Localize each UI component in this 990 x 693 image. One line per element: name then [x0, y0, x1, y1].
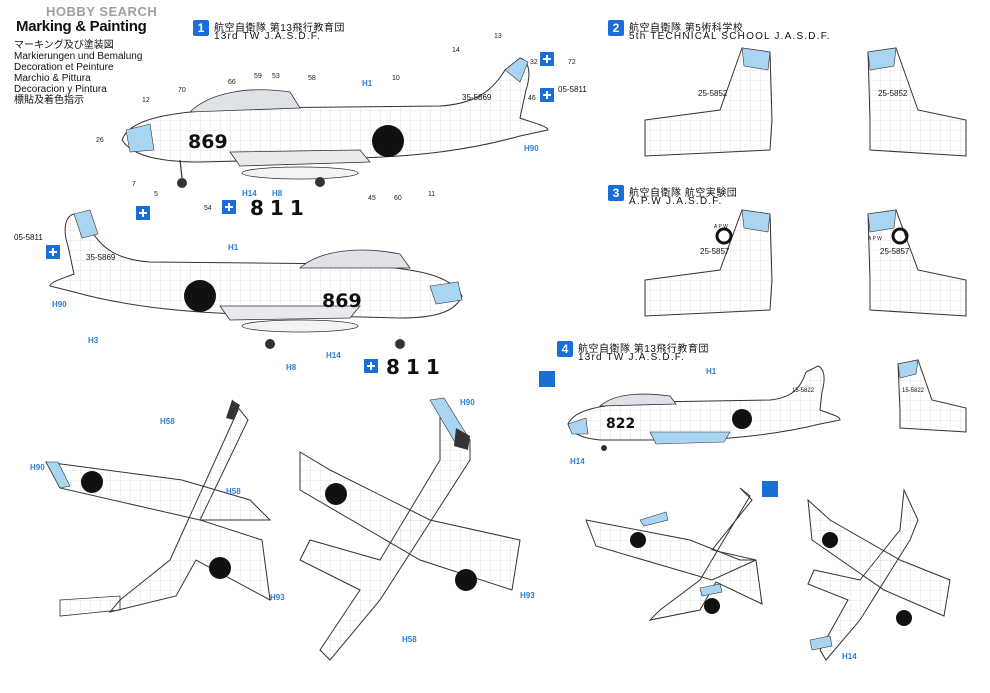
tag-h58-c: H58 — [402, 635, 417, 644]
tail-fin-2-left — [644, 47, 773, 157]
page-title: Marking & Painting — [16, 18, 147, 35]
tag-h1-b: H1 — [228, 243, 239, 252]
tag-h76-c: H90 — [460, 398, 475, 407]
tail-code-35-5869-b: 35-5869 — [86, 253, 116, 262]
tail-fin-2-right — [867, 47, 967, 157]
tag-h93-b: H93 — [520, 591, 535, 600]
callout: 11 — [428, 191, 435, 198]
code-05-5811-b: 05-5811 — [558, 85, 587, 94]
tag-h1: H1 — [362, 79, 373, 88]
callout: 32 — [530, 59, 538, 66]
nose-serial-822: 822 — [606, 416, 635, 432]
tail-code-15-5822-b: 15-5822 — [902, 388, 925, 394]
callout: 26 — [96, 137, 104, 144]
header-line: Markierungen und Bemalung — [14, 51, 143, 62]
apw-mark-b: A P W — [868, 236, 882, 242]
tag-h8: H8 — [272, 189, 283, 198]
tag-h76-b: H90 — [52, 300, 67, 309]
tag-h58-b: H58 — [226, 487, 241, 496]
tag-h93: H93 — [270, 593, 285, 602]
section-1-jp: 航空自衛隊 第13飛行教育団 — [214, 23, 345, 34]
tail-fin-3-left — [644, 209, 773, 317]
callout: 72 — [568, 59, 576, 66]
section-1-number: 1 — [193, 20, 209, 36]
watermark-text: HOBBY SEARCH — [46, 4, 158, 19]
aircraft-4-side — [567, 365, 841, 451]
tag-h8-b: H8 — [286, 363, 297, 372]
section-2-number: 2 — [608, 20, 624, 36]
callout: 59 — [254, 73, 262, 80]
tag-h14-d: H14 — [842, 652, 857, 661]
section-3-jp: 航空自衛隊 航空実験団 — [629, 188, 738, 199]
tail-code-25-5852-b: 25-5852 — [878, 89, 908, 98]
section-2-en: 5th TECHNICAL SCHOOL J.A.S.D.F. — [629, 31, 831, 42]
tail-code-35-5869-a: 35-5869 — [462, 93, 492, 102]
code-05-5811-a: 05-5811 — [14, 233, 43, 242]
section-4-jp: 航空自衛隊 第13飛行教育団 — [578, 344, 709, 355]
callout: 58 — [308, 75, 316, 82]
callout: 13 — [494, 33, 502, 40]
header-line: Decoration et Peinture — [14, 62, 114, 73]
tag-h14: H14 — [242, 189, 257, 198]
callout: 66 — [228, 79, 236, 86]
planform-top-1 — [45, 399, 272, 617]
tail-fin-4-right — [897, 359, 967, 433]
section-2-jp: 航空自衛隊 第5術科学校 — [629, 23, 744, 34]
callout: 5 — [154, 191, 158, 198]
callout: 10 — [392, 75, 400, 82]
callout: 7 — [132, 181, 136, 188]
callout: 46 — [528, 95, 536, 102]
section-4-number: 4 — [557, 341, 573, 357]
header-line: 標貼及着色指示 — [14, 95, 84, 106]
aircraft-1-side — [121, 57, 549, 188]
callout: 54 — [204, 205, 212, 212]
tag-h14-c: H14 — [570, 457, 585, 466]
tail-code-25-5857-a: 25-5857 — [700, 247, 730, 256]
tail-fin-3-right — [867, 209, 967, 317]
bottom-serial-811-a: 811 — [250, 196, 310, 220]
tag-h3: H3 — [88, 336, 99, 345]
callout-numbers: 14 13 32 72 46 70 66 59 53 58 10 12 26 7… — [96, 33, 576, 212]
tag-h14-b: H14 — [326, 351, 341, 360]
planform-bottom-4 — [807, 488, 951, 661]
tail-code-25-5857-b: 25-5857 — [880, 247, 910, 256]
decal-marker-icon — [46, 52, 778, 497]
callout: 53 — [272, 73, 280, 80]
header-line: Decoracion y Pintura — [14, 84, 107, 95]
bottom-serial-811-b: 811 — [386, 355, 446, 379]
h-tags: H1 H90 H14 H8 H1 H90 H3 H8 H14 H1 H14 H9… — [30, 79, 857, 661]
section-4-en: 13rd TW J.A.S.D.F. — [578, 352, 685, 363]
header-line: Marchio & Pittura — [14, 73, 91, 84]
header-line: マーキング及び塗装図 — [14, 40, 114, 51]
tail-code-15-5822-a: 15-5822 — [792, 388, 815, 394]
aircraft-2-side — [49, 209, 463, 349]
nose-serial-869-a: 869 — [188, 131, 228, 153]
callout: 45 — [368, 195, 376, 202]
nose-serial-869-b: 869 — [322, 290, 362, 312]
section-3-number: 3 — [608, 185, 624, 201]
callout: 70 — [178, 87, 186, 94]
tag-h90: H90 — [30, 463, 45, 472]
planform-top-4 — [585, 487, 763, 621]
tag-h1-c: H1 — [706, 367, 717, 376]
callout: 60 — [394, 195, 402, 202]
tag-h76: H90 — [524, 144, 539, 153]
tail-code-25-5852-a: 25-5852 — [698, 89, 728, 98]
apw-mark-a: A P W — [714, 224, 728, 230]
callout: 14 — [452, 47, 460, 54]
tag-h58: H58 — [160, 417, 175, 426]
section-1-en: 13rd TW J.A.S.D.F. — [214, 31, 321, 42]
header-lines: マーキング及び塗装図 Markierungen und Bemalung Dec… — [14, 40, 142, 106]
callout: 12 — [142, 97, 150, 104]
planform-bottom-1 — [299, 397, 521, 661]
section-3-en: A.P.W J.A.S.D.F. — [629, 196, 723, 207]
